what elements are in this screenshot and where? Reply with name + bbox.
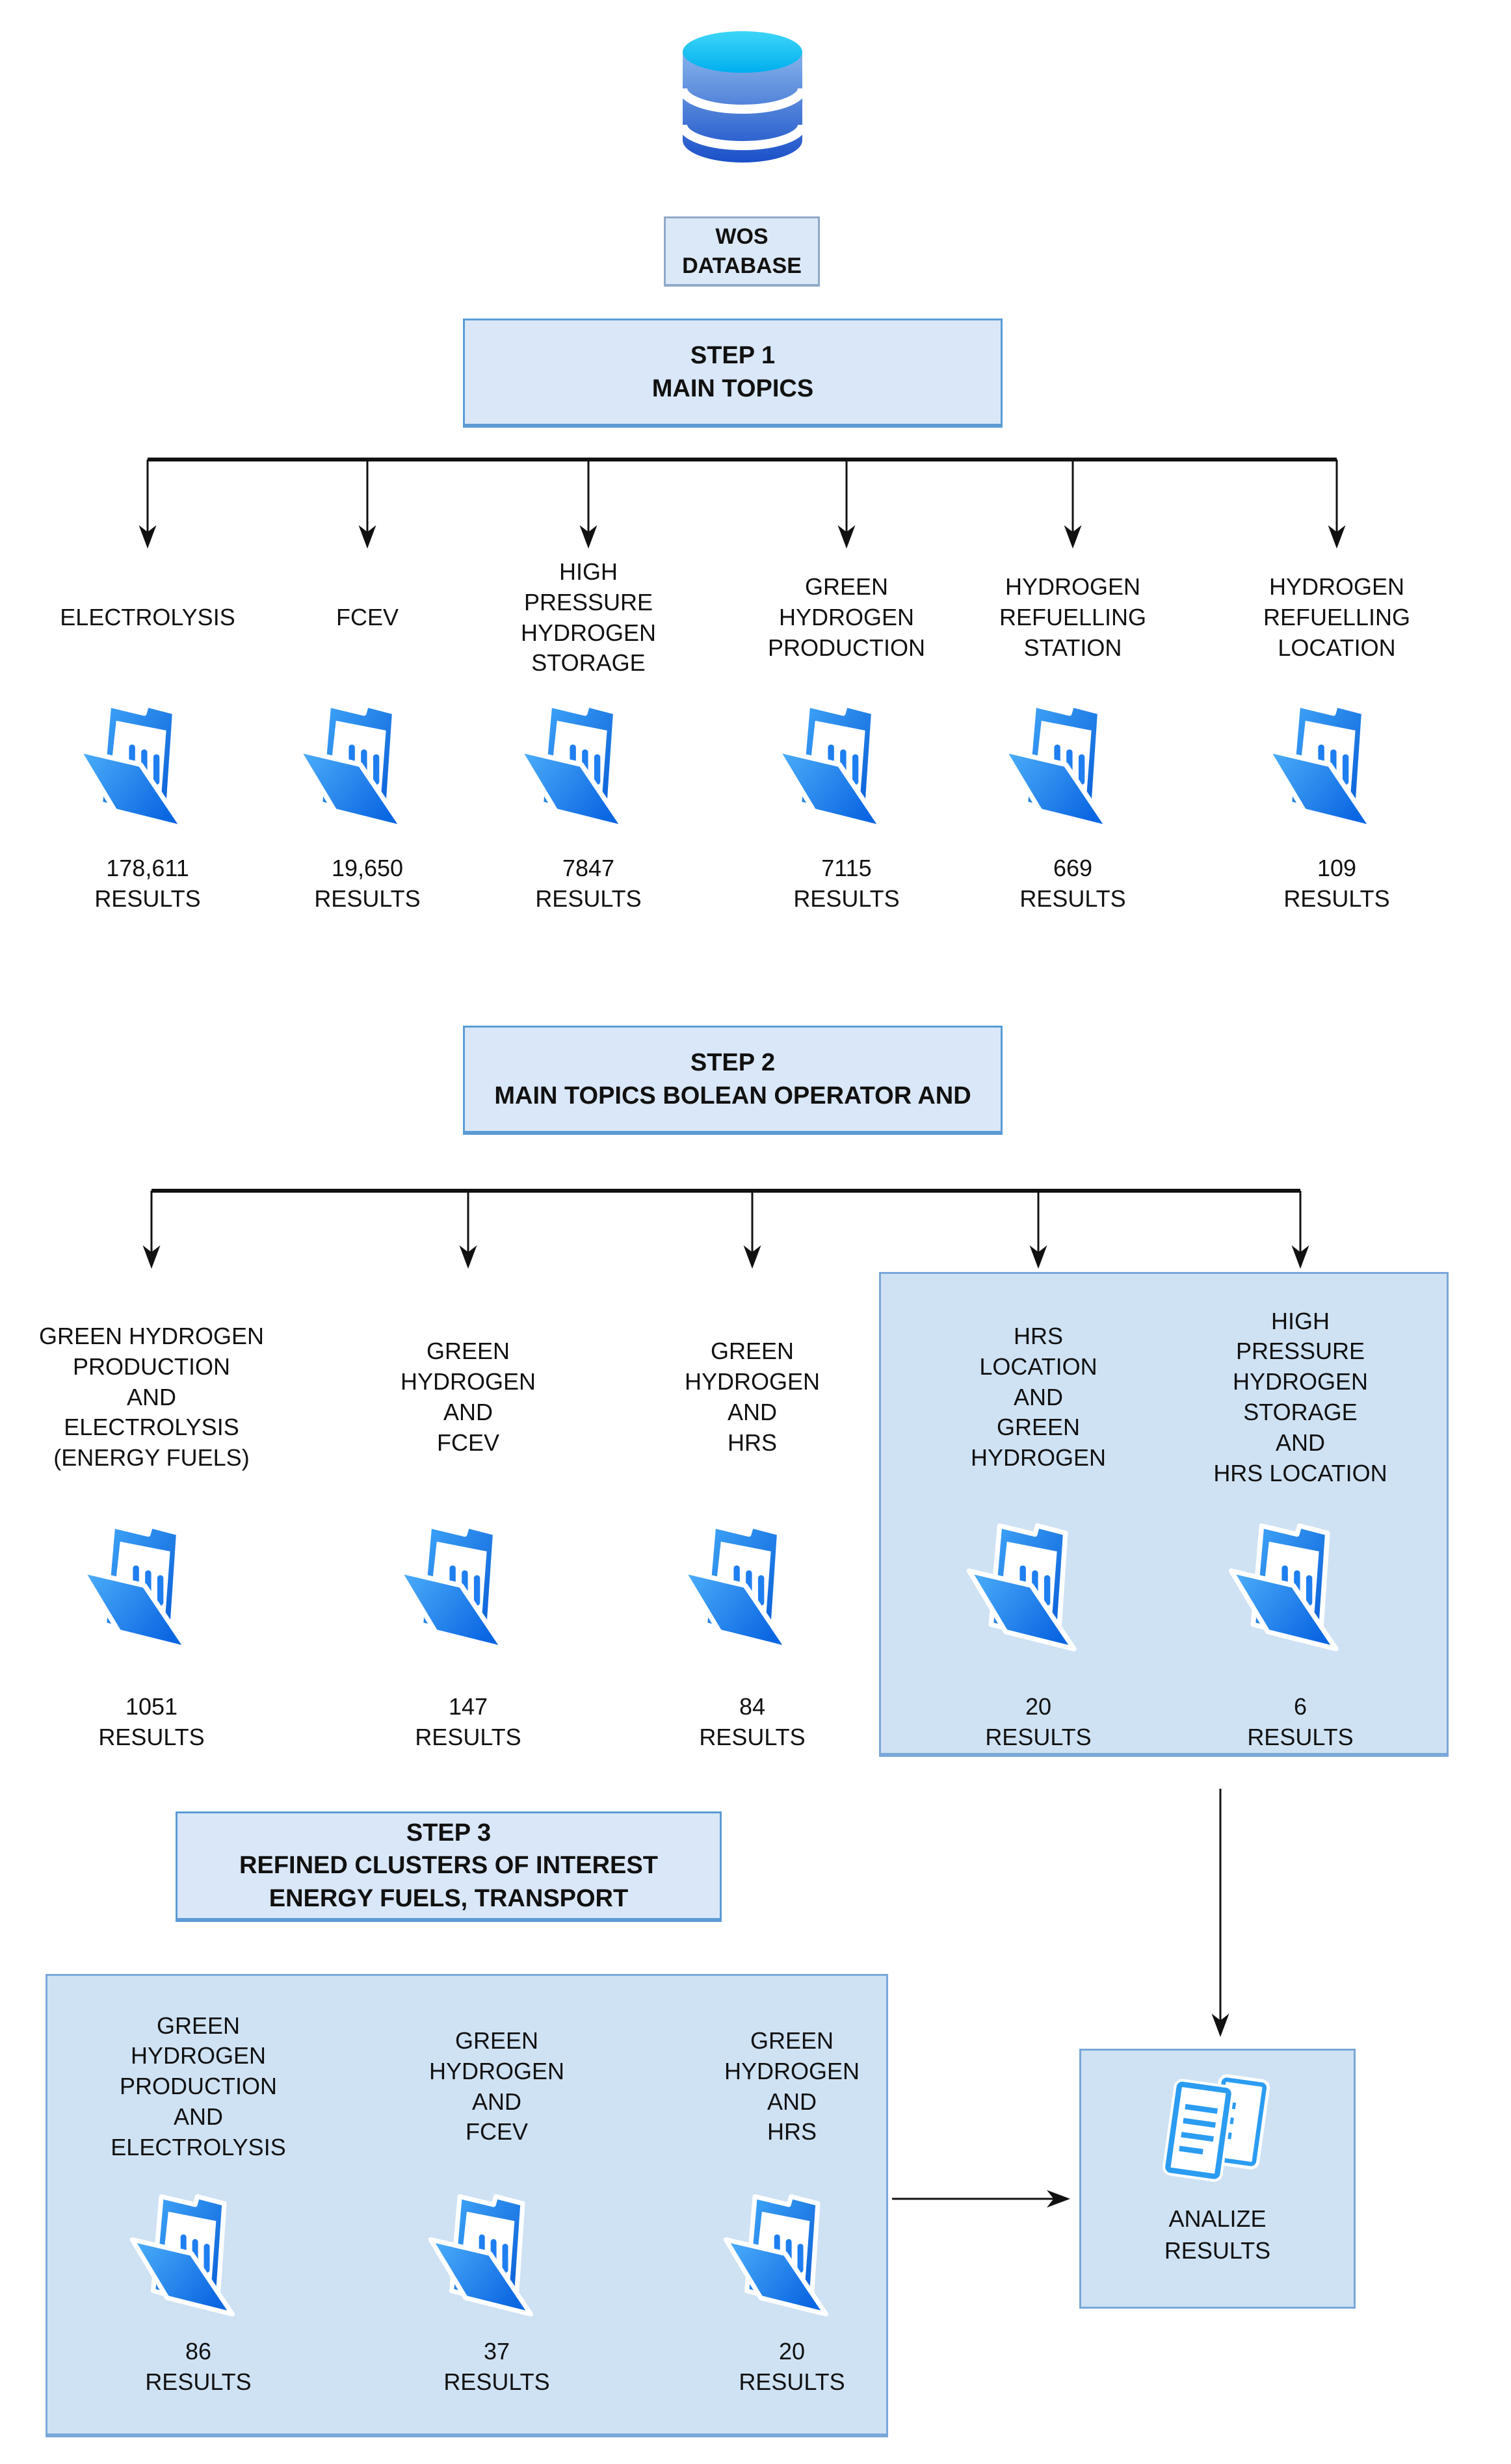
folder-icon (129, 2183, 269, 2326)
topic-results: 19,650 RESULTS (314, 855, 421, 912)
topic-label: FCEV (335, 604, 399, 631)
query-label: HIGH PRESSURE HYDROGEN STORAGE AND HRS L… (1213, 1307, 1387, 1486)
step1-title: STEP 1 MAIN TOPICS (651, 342, 814, 402)
folder-icon (427, 2183, 567, 2326)
query-label: GREEN HYDROGEN PRODUCTION AND ELECTROLYS… (38, 1323, 265, 1472)
documents-icon (1152, 2064, 1282, 2197)
query-results: 1051 RESULTS (98, 1693, 205, 1750)
folder-icon (1000, 690, 1146, 840)
topic-label: GREEN HYDROGEN PRODUCTION (768, 573, 925, 661)
query-results: 147 RESULTS (415, 1693, 521, 1750)
query-label: GREEN HYDROGEN AND FCEV (400, 1338, 536, 1456)
wos-database-box: WOS DATABASE (664, 216, 820, 287)
wos-database-label: WOS DATABASE (682, 224, 802, 278)
folder-icon (722, 2183, 862, 2326)
topic-label: HIGH PRESSURE HYDROGEN STORAGE (520, 558, 657, 677)
database-icon (664, 26, 821, 172)
folder-icon (79, 1511, 225, 1661)
query-results: 84 RESULTS (699, 1693, 806, 1750)
analyze-results-label: ANALIZE RESULTS (1164, 2205, 1271, 2264)
topic-label: HYDROGEN REFUELLING LOCATION (1263, 573, 1411, 661)
cluster-label: GREEN HYDROGEN PRODUCTION AND ELECTROLYS… (111, 2012, 286, 2160)
cluster-label: GREEN HYDROGEN AND HRS (724, 2027, 860, 2146)
cluster-label: GREEN HYDROGEN AND FCEV (428, 2027, 565, 2146)
step2-box: STEP 2 MAIN TOPICS BOLEAN OPERATOR AND (463, 1026, 1003, 1135)
folder-icon (516, 690, 662, 840)
topic-results: 178,611 RESULTS (94, 855, 201, 912)
step3-box: STEP 3 REFINED CLUSTERS OF INTEREST ENER… (176, 1811, 722, 1922)
folder-icon (75, 690, 221, 840)
topic-label: ELECTROLYSIS (60, 604, 235, 631)
topic-results: 7847 RESULTS (535, 855, 642, 912)
cluster-results: 37 RESULTS (443, 2338, 550, 2395)
folder-icon (679, 1511, 826, 1661)
cluster-results: 20 RESULTS (739, 2338, 845, 2395)
step2-highlight-panel (879, 1272, 1449, 1757)
step3-title: STEP 3 REFINED CLUSTERS OF INTEREST ENER… (239, 1819, 658, 1912)
folder-icon (295, 690, 441, 840)
step1-box: STEP 1 MAIN TOPICS (463, 318, 1003, 428)
cluster-results: 86 RESULTS (145, 2338, 252, 2395)
query-results: 20 RESULTS (985, 1693, 1092, 1750)
topic-label: HYDROGEN REFUELLING STATION (999, 573, 1147, 661)
step2-title: STEP 2 MAIN TOPICS BOLEAN OPERATOR AND (494, 1049, 971, 1109)
query-label: HRS LOCATION AND GREEN HYDROGEN (970, 1323, 1107, 1472)
folder-icon (966, 1511, 1112, 1661)
folder-icon (395, 1511, 542, 1661)
topic-results: 669 RESULTS (1019, 855, 1126, 912)
topic-results: 7115 RESULTS (793, 855, 900, 912)
folder-icon (1264, 690, 1410, 840)
query-label: GREEN HYDROGEN AND HRS (684, 1338, 821, 1456)
folder-icon (1228, 1511, 1374, 1661)
query-results: 6 RESULTS (1247, 1693, 1354, 1750)
topic-results: 109 RESULTS (1283, 855, 1390, 912)
folder-icon (774, 690, 920, 840)
